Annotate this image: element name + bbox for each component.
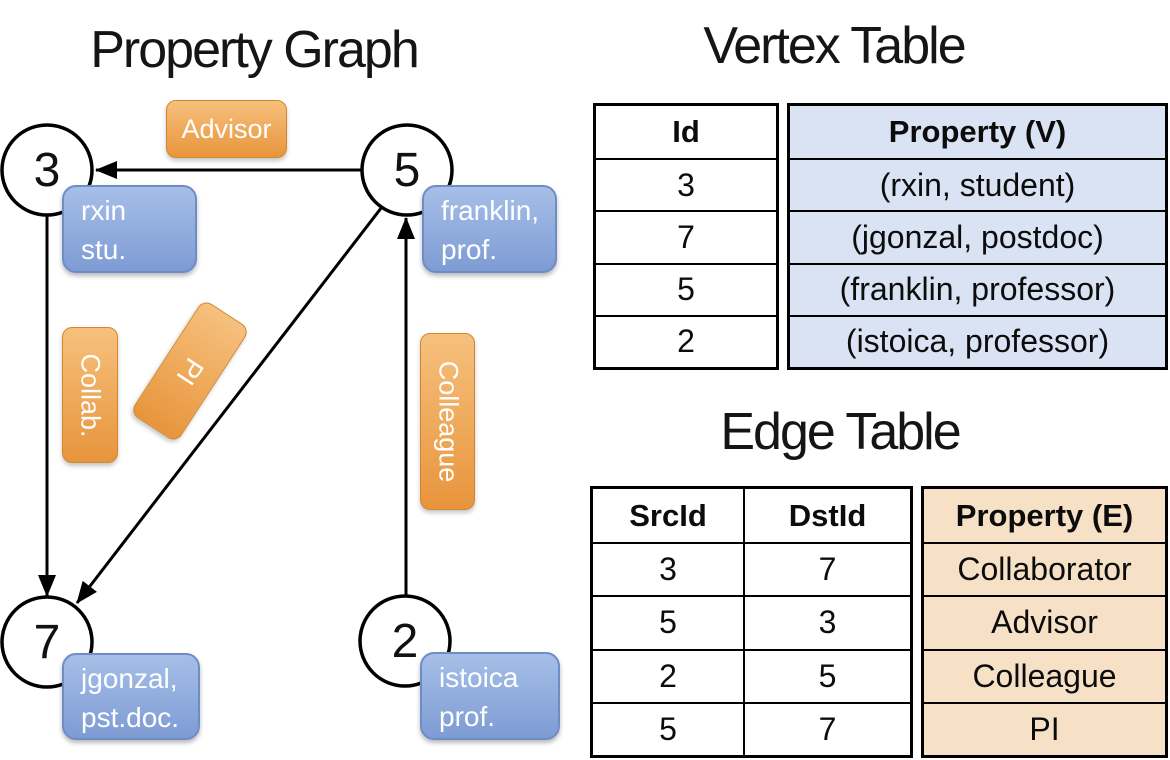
- edge-label-collab: Collab.: [62, 327, 118, 463]
- node-7-id: 7: [33, 615, 61, 669]
- edge-table-property-cell: Advisor: [924, 595, 1165, 648]
- node-5-property-box: franklin, prof.: [422, 185, 557, 273]
- vertex-table-property-column: Property (V) (rxin, student) (jgonzal, p…: [787, 103, 1168, 370]
- vertex-table-title: Vertex Table: [703, 17, 966, 75]
- edge-table-srcid-cell: 5: [593, 595, 745, 649]
- edge-table-property-cell: Collaborator: [924, 542, 1165, 595]
- node-5-property-line2: prof.: [441, 234, 498, 265]
- vertex-table-id-cell: 5: [596, 262, 776, 315]
- vertex-table-header-property: Property (V): [888, 114, 1067, 150]
- node-3-property-line1: rxin: [81, 195, 127, 226]
- edge-label-advisor: Advisor: [166, 100, 287, 158]
- edge-table-id-columns: SrcId DstId 3 7 5 3 2 5 5 7: [590, 486, 913, 758]
- node-5-id: 5: [393, 143, 421, 197]
- edge-table-header-dstid: DstId: [788, 497, 867, 533]
- edge-table-property-cell: PI: [924, 701, 1165, 755]
- edge-label-collab-text: Collab.: [75, 352, 106, 438]
- edge-label-pi-text: PI: [170, 352, 210, 391]
- edge-label-colleague-text: Colleague: [433, 360, 463, 483]
- edge-table-header-property: Property (E): [955, 497, 1134, 533]
- edge-table-dstid-cell: 3: [745, 595, 910, 648]
- node-2-property-box: istoica prof.: [420, 652, 560, 740]
- edge-table-property-column: Property (E) Collaborator Advisor Collea…: [921, 486, 1168, 758]
- edge-table-title: Edge Table: [720, 403, 961, 461]
- edge-table-header-srcid: SrcId: [593, 489, 745, 543]
- node-7-property-line2: pst.doc.: [81, 702, 180, 733]
- node-7-property-line1: jgonzal,: [81, 663, 178, 694]
- vertex-table-property-cell: (jgonzal, postdoc): [790, 210, 1165, 262]
- edge-label-colleague: Colleague: [420, 333, 475, 510]
- vertex-table-property-cell: (franklin, professor): [790, 262, 1165, 315]
- node-2-id: 2: [391, 614, 419, 668]
- edge-5-to-7-arrow: [75, 189, 397, 604]
- edge-table-property-cell: Colleague: [924, 648, 1165, 702]
- vertex-table-property-cell: (rxin, student): [790, 158, 1165, 210]
- edge-label-advisor-text: Advisor: [181, 113, 272, 144]
- vertex-table-id-column: Id 3 7 5 2: [593, 103, 779, 370]
- edge-table-dstid-cell: 7: [745, 542, 910, 595]
- vertex-table-id-cell: 7: [596, 210, 776, 262]
- vertex-table-header-id: Id: [672, 114, 700, 150]
- edge-table-dstid-cell: 5: [745, 648, 910, 702]
- vertex-table-id-cell: 2: [596, 314, 776, 367]
- edge-table-srcid-cell: 5: [593, 701, 745, 755]
- node-3-property-line2: stu.: [81, 234, 127, 265]
- edge-table-dstid-cell: 7: [745, 701, 910, 755]
- node-2-property-line2: prof.: [439, 701, 496, 732]
- property-graph-title: Property Graph: [90, 21, 419, 79]
- node-3-id: 3: [33, 143, 61, 197]
- vertex-table-id-cell: 3: [596, 158, 776, 210]
- node-3-property-box: rxin stu.: [62, 185, 197, 273]
- vertex-table-property-cell: (istoica, professor): [790, 314, 1165, 367]
- edge-table-srcid-cell: 3: [593, 542, 745, 596]
- node-5-property-line1: franklin,: [441, 195, 540, 226]
- node-7-property-box: jgonzal, pst.doc.: [62, 653, 200, 740]
- node-2-property-line1: istoica: [439, 662, 519, 693]
- edge-table-srcid-cell: 2: [593, 648, 745, 702]
